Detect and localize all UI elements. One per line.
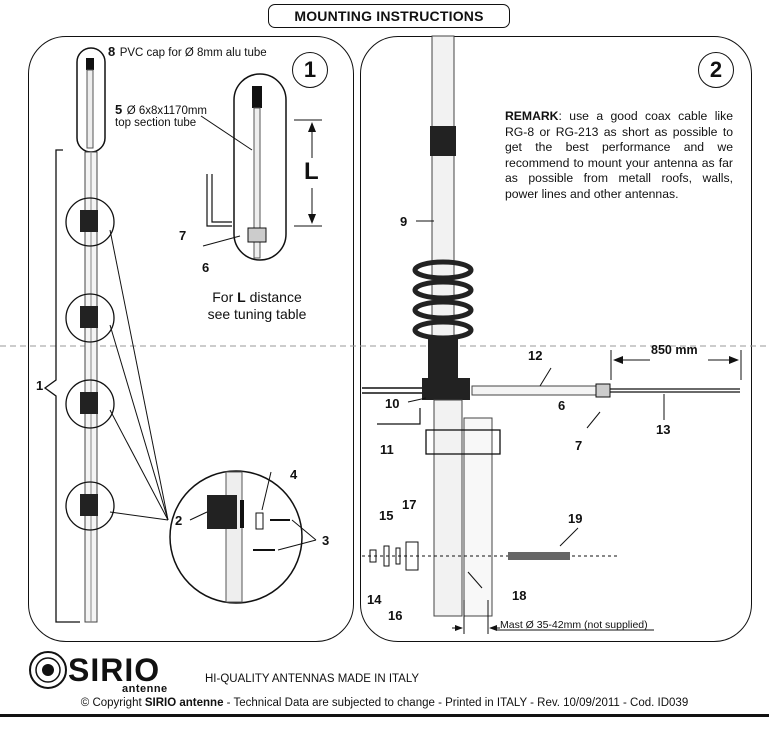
remark-text: REMARK: use a good coax cable like RG-8 … — [505, 109, 733, 201]
part8-text: PVC cap for Ø 8mm alu tube — [119, 47, 267, 59]
callout-2: 2 — [175, 513, 183, 528]
brand-logo-sub: antenne — [122, 683, 168, 695]
step1-number: 1 — [292, 52, 328, 88]
step2-panel — [360, 36, 752, 642]
callout-7-panel1: 7 — [179, 228, 187, 243]
callout-7-panel2: 7 — [575, 438, 583, 453]
callout-9: 9 — [400, 214, 408, 229]
callout-6-panel1: 6 — [202, 260, 210, 275]
part5-number: 5 — [115, 102, 123, 117]
footer-rule — [0, 714, 769, 717]
mast-note: Mast Ø 35-42mm (not supplied) — [500, 619, 648, 631]
callout-19: 19 — [568, 511, 583, 526]
tuning-note: For L distance see tuning table — [207, 289, 307, 322]
copyright-brand: SIRIO antenne — [144, 697, 224, 709]
callout-4: 4 — [290, 467, 298, 482]
callout-6-panel2: 6 — [558, 398, 566, 413]
callout-3: 3 — [322, 533, 330, 548]
part5-label: 5 Ø 6x8x1170mm — [115, 101, 207, 119]
callout-14: 14 — [367, 592, 382, 607]
callout-12: 12 — [528, 348, 543, 363]
step1-panel — [28, 36, 354, 642]
step2-number: 2 — [698, 52, 734, 88]
tuning-l: L — [237, 289, 246, 305]
callout-11: 11 — [380, 442, 394, 457]
tuning-line2: see tuning table — [207, 306, 307, 322]
copyright-line: © Copyright SIRIO antenne - Technical Da… — [80, 697, 689, 709]
part8-number: 8 — [108, 44, 116, 59]
callout-15: 15 — [379, 508, 394, 523]
dimension-850: 850 mm — [651, 343, 698, 357]
callout-13: 13 — [656, 422, 671, 437]
brand-logo: SIRIO — [68, 652, 161, 688]
callout-1: 1 — [36, 378, 44, 393]
part5-text: Ø 6x8x1170mm — [126, 105, 208, 117]
tagline: HI-QUALITY ANTENNAS MADE IN ITALY — [205, 673, 420, 685]
callout-18: 18 — [512, 588, 527, 603]
callout-17: 17 — [402, 497, 417, 512]
callout-16: 16 — [388, 608, 403, 623]
page-title: MOUNTING INSTRUCTIONS — [268, 4, 510, 28]
part5-text2: top section tube — [115, 117, 197, 129]
callout-10: 10 — [385, 396, 400, 411]
part8-label: 8 PVC cap for Ø 8mm alu tube — [108, 43, 267, 61]
dimension-l: L — [304, 158, 319, 185]
remark-label: REMARK — [505, 109, 559, 123]
